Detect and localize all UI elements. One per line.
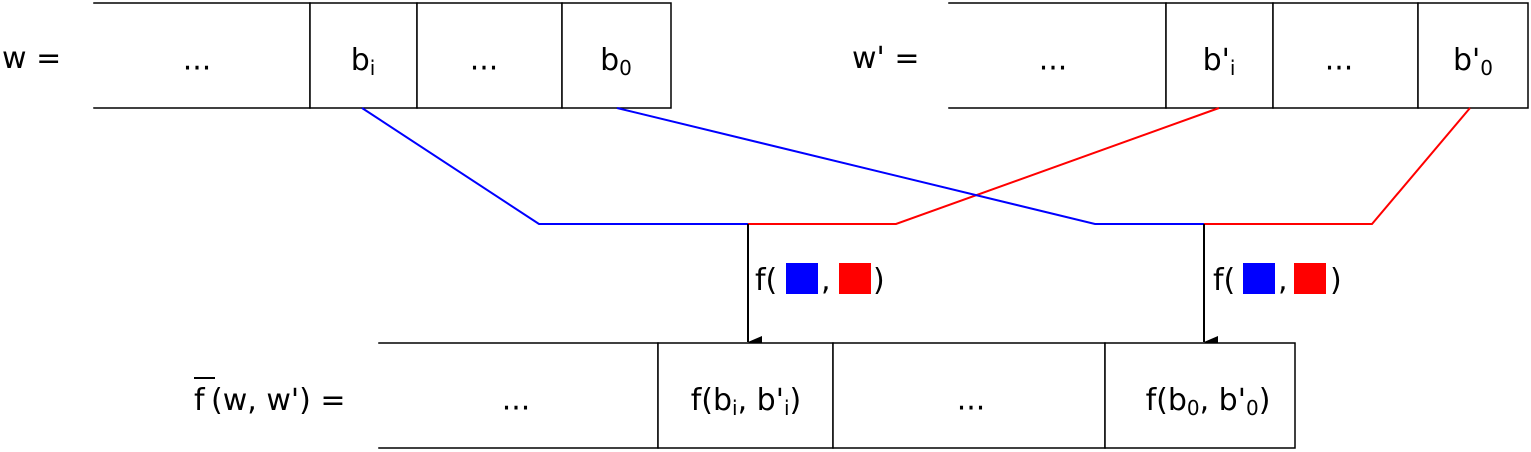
wp-dots-mid-text: ... <box>1325 43 1354 78</box>
result-dots-left-text: ... <box>502 383 531 418</box>
w-cell-dots-mid <box>416 2 563 109</box>
result-fi-mid: , b' <box>738 383 784 418</box>
result-f0-text: f(b0, b'0) <box>1146 383 1271 421</box>
apply-right-comma: , <box>1278 263 1288 298</box>
apply-left-comma: , <box>821 263 831 298</box>
result-f0-sub1: 0 <box>1187 396 1200 420</box>
w-b0-text: b0 <box>600 43 632 81</box>
word-w-prime-cells: ... b'i ... b'0 <box>948 2 1529 109</box>
wp-cell-dots-left <box>948 2 1167 109</box>
word-w-label: w = <box>2 41 61 76</box>
result-fi-text: f(bi, b'i) <box>691 383 802 421</box>
wp-bi-sub: i <box>1230 56 1236 80</box>
w-bi-sub: i <box>370 56 376 80</box>
result-fi-sub2: i <box>784 396 790 420</box>
apply-left-blue-swatch <box>786 263 818 294</box>
apply-right-blue-swatch <box>1243 263 1275 294</box>
w-cell-bi <box>309 2 418 109</box>
result-fi-open: f(b <box>691 383 732 418</box>
w-b0-base: b <box>600 43 619 78</box>
result-cell-f0 <box>1104 342 1296 449</box>
apply-left-open: f( <box>755 263 777 298</box>
result-cell-dots-left <box>378 342 659 449</box>
connector-bi-blue <box>361 107 748 225</box>
wp-b0-text: b'0 <box>1453 43 1493 81</box>
word-w-prime-label: w' = <box>852 41 919 76</box>
connector-b0-blue <box>616 107 1204 225</box>
wp-bi-base: b' <box>1203 43 1230 78</box>
connectors <box>361 107 1471 225</box>
wp-cell-b0 <box>1417 2 1529 109</box>
result-cell-dots-mid <box>832 342 1106 449</box>
result-f0-open: f(b <box>1146 383 1187 418</box>
wp-cell-bi <box>1165 2 1274 109</box>
result-label: f (w, w') = <box>194 377 345 418</box>
wp-b0-sub: 0 <box>1480 56 1493 80</box>
w-dots-left-text: ... <box>183 43 212 78</box>
result-f0-mid: , b' <box>1200 383 1246 418</box>
w-bi-text: bi <box>351 43 376 81</box>
wp-b0-base: b' <box>1453 43 1480 78</box>
w-dots-mid-text: ... <box>470 43 499 78</box>
w-b0-sub: 0 <box>619 56 632 80</box>
wp-dots-left-text: ... <box>1039 43 1068 78</box>
apply-right-open: f( <box>1213 263 1235 298</box>
result-f0-sub2: 0 <box>1246 396 1259 420</box>
result-cells: ... f(bi, b'i) ... f(b0, b'0) <box>378 342 1296 449</box>
w-cell-b0 <box>561 2 672 109</box>
result-f0-close: ) <box>1259 383 1271 418</box>
connector-bpi-red <box>748 107 1220 225</box>
result-label-f: f <box>194 383 206 418</box>
result-cell-fi <box>657 342 834 449</box>
apply-label-left: f( , ) <box>755 263 885 298</box>
word-w-cells: ... bi ... b0 <box>93 2 672 109</box>
w-cell-dots-left <box>93 2 311 109</box>
apply-left-close: ) <box>873 263 885 298</box>
w-bi-base: b <box>351 43 370 78</box>
result-label-rest: (w, w') = <box>211 383 345 418</box>
result-fi-close: ) <box>790 383 802 418</box>
result-fi-sub1: i <box>732 396 738 420</box>
wp-bi-text: b'i <box>1203 43 1236 81</box>
apply-right-red-swatch <box>1294 263 1326 294</box>
apply-right-close: ) <box>1330 263 1342 298</box>
result-dots-mid-text: ... <box>957 383 986 418</box>
connector-bp0-red <box>1204 107 1471 225</box>
wp-cell-dots-mid <box>1272 2 1419 109</box>
apply-label-right: f( , ) <box>1213 263 1342 298</box>
apply-left-red-swatch <box>839 263 871 294</box>
